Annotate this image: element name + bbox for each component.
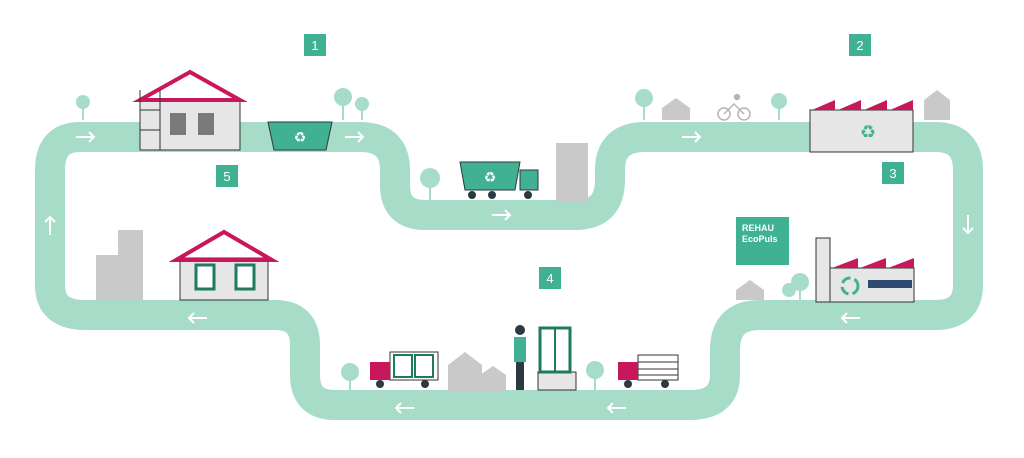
house-icon <box>924 90 950 120</box>
tree-icon <box>76 95 90 120</box>
arrow-right-icon <box>76 131 96 143</box>
tree-icon <box>334 88 369 120</box>
recycle-icon: ♻ <box>294 129 307 145</box>
arrow-left-icon <box>187 312 207 324</box>
tree-icon <box>771 93 787 120</box>
window-delivery-truck <box>370 351 439 388</box>
recycling-factory: ♻ <box>809 100 914 153</box>
arrow-right-icon <box>492 209 512 221</box>
arrow-left-icon <box>606 402 626 414</box>
brand-line-2: EcoPuls <box>742 234 778 244</box>
tree-icon <box>782 273 809 300</box>
ecopuls-factory <box>815 237 915 303</box>
background-buildings <box>96 90 950 392</box>
recycling-container: ♻ <box>267 121 333 151</box>
rehau-ecopuls-label: REHAU EcoPuls <box>736 217 789 265</box>
arrow-left-icon <box>394 402 414 414</box>
trees <box>76 88 809 390</box>
apartment-building <box>556 143 588 201</box>
cyclist-icon <box>717 93 751 121</box>
step-badge-2: 2 <box>849 34 871 56</box>
recycle-icon: ♻ <box>484 169 497 185</box>
recycling-truck: ♻ <box>459 161 539 199</box>
houses-group <box>448 352 506 392</box>
step-badge-1: 1 <box>304 34 326 56</box>
step-badge-5: 5 <box>216 165 238 187</box>
direction-arrows <box>44 131 974 414</box>
city-buildings <box>96 230 143 300</box>
arrow-right-icon <box>345 131 365 143</box>
arrow-up-icon <box>44 215 56 235</box>
arrow-left-icon <box>840 312 860 324</box>
recycle-icon: ♻ <box>860 122 876 142</box>
tree-icon <box>635 89 653 120</box>
arrow-down-icon <box>962 215 974 235</box>
tree-icon <box>341 363 359 390</box>
house-renovation-illustration <box>132 69 248 151</box>
step-badge-4: 4 <box>539 267 561 289</box>
tree-icon <box>586 361 604 390</box>
brand-line-1: REHAU <box>742 223 775 233</box>
new-window-house-illustration <box>168 229 280 301</box>
profile-delivery-truck <box>618 354 679 388</box>
window-worker-illustration <box>514 325 577 391</box>
step-badge-3: 3 <box>882 162 904 184</box>
cycle-path <box>35 122 983 420</box>
tree-icon <box>420 168 440 200</box>
arrow-right-icon <box>682 131 702 143</box>
house-icon <box>662 98 690 120</box>
house-icon <box>736 280 764 300</box>
